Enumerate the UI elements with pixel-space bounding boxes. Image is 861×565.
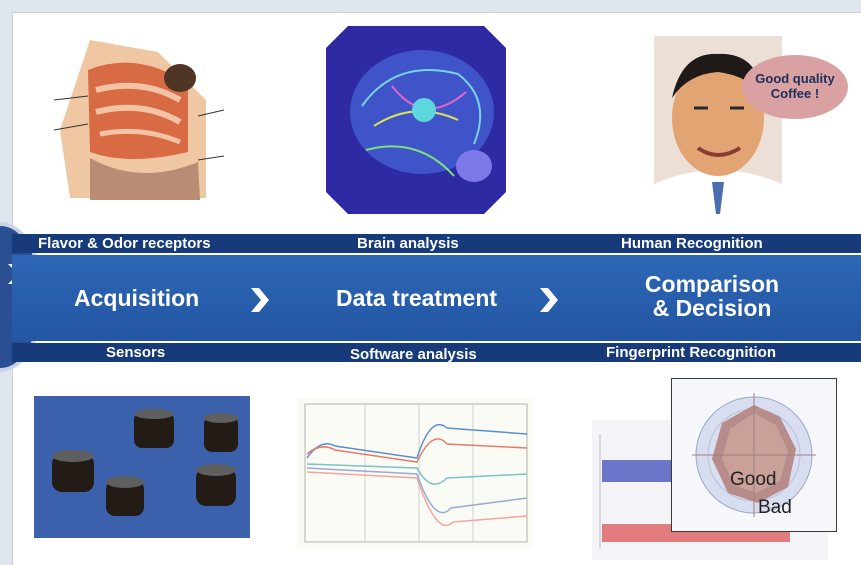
step-comparison-line-2: & Decision <box>652 295 772 322</box>
sensors-photo <box>34 396 250 538</box>
label-fingerprint-recognition: Fingerprint Recognition <box>606 344 776 361</box>
speech-line-2: Coffee ! <box>770 86 820 101</box>
fingerprint-bad-label: Bad <box>758 497 792 518</box>
label-brain-analysis: Brain analysis <box>357 235 459 252</box>
process-band: Acquisition Data treatment Comparison & … <box>12 255 861 341</box>
step-comparison-decision: Comparison & Decision <box>632 272 792 320</box>
fingerprint-good-label: Good <box>730 469 777 490</box>
step-acquisition: Acquisition <box>74 285 200 311</box>
brain-image <box>326 26 506 214</box>
label-sensors: Sensors <box>106 344 166 361</box>
step-comparison-line-1: Comparison <box>644 271 780 297</box>
label-human-recognition: Human Recognition <box>621 235 763 252</box>
speech-bubble: Good quality Coffee ! <box>742 55 848 119</box>
bottom-label-band: Sensors Software analysis Fingerprint Re… <box>12 343 861 363</box>
fingerprint-radar-box: Good Bad <box>671 378 837 532</box>
label-software-analysis: Software analysis <box>350 346 477 363</box>
chevron-right-icon <box>251 288 269 312</box>
speech-line-1: Good quality <box>755 71 835 87</box>
step-data-treatment: Data treatment <box>336 285 498 311</box>
top-label-band: Flavor & Odor receptors Brain analysis H… <box>12 234 861 253</box>
label-flavor-odor-receptors: Flavor & Odor receptors <box>38 235 211 252</box>
chevron-right-icon <box>540 288 558 312</box>
software-analysis-graph <box>297 398 533 548</box>
nose-anatomy-image <box>30 30 230 218</box>
